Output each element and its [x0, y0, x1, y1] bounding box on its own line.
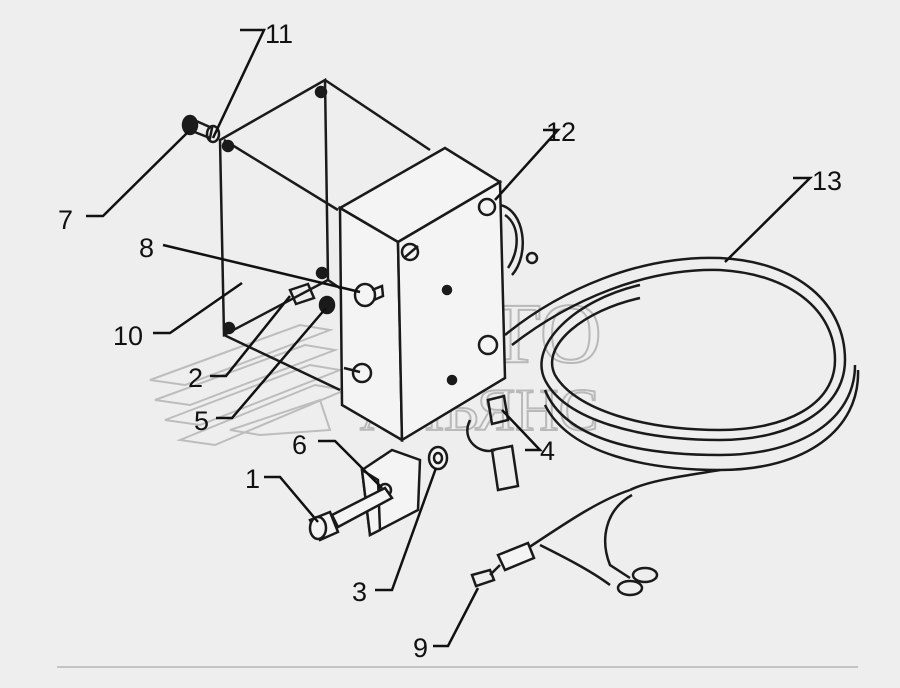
leader-lines	[86, 28, 814, 648]
callout-8: 8	[139, 233, 154, 263]
callout-4: 4	[540, 436, 555, 466]
mounting-plate	[218, 77, 431, 392]
electrical-box	[337, 146, 539, 443]
callout-labels: 11 7 8 10 2 5 12 13 6 1 3 4 9	[58, 19, 842, 663]
hardware-parts	[181, 114, 520, 492]
callout-12: 12	[546, 117, 576, 147]
callout-13: 13	[812, 166, 842, 196]
callout-5: 5	[194, 406, 209, 436]
cable-coil	[470, 256, 860, 597]
callout-6: 6	[292, 430, 307, 460]
callout-3: 3	[352, 577, 367, 607]
bracket-bolt-assembly	[308, 445, 449, 542]
callout-1: 1	[245, 464, 260, 494]
callout-9: 9	[413, 633, 428, 663]
callout-11: 11	[265, 19, 293, 49]
callout-10: 10	[113, 321, 143, 351]
watermark-logo-icon	[149, 323, 349, 447]
callout-7: 7	[58, 205, 73, 235]
callout-2: 2	[188, 363, 203, 393]
